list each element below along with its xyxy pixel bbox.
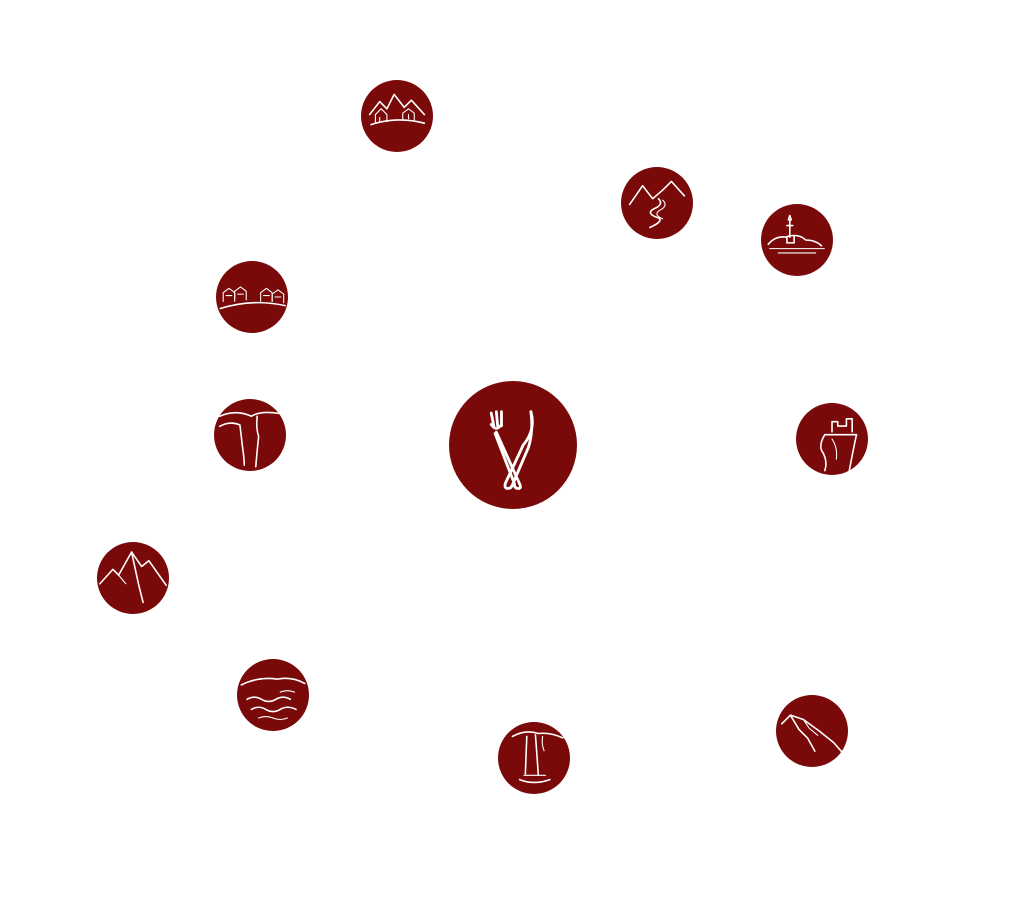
castle-cliff-icon — [796, 403, 868, 475]
destination-node-valley-river[interactable] — [621, 167, 693, 239]
destination-node-castle-cliff[interactable] — [796, 403, 868, 475]
destination-node-village-houses[interactable] — [361, 80, 433, 152]
mountain-village-icon — [361, 80, 433, 152]
destination-node-gorge[interactable] — [214, 399, 286, 471]
destination-node-mountain-ridge[interactable] — [776, 695, 848, 767]
lake-waves-icon — [237, 659, 309, 731]
valley-river-icon — [621, 167, 693, 239]
destination-node-waterfall[interactable] — [498, 722, 570, 794]
cutlery-icon — [449, 381, 577, 509]
mountain-ridge-icon — [776, 695, 848, 767]
gorge-icon — [214, 399, 286, 471]
center-restaurant-node[interactable] — [449, 381, 577, 509]
alpine-peaks-icon — [97, 542, 169, 614]
farmhouses-icon — [216, 261, 288, 333]
destination-node-lake-waves[interactable] — [237, 659, 309, 731]
waterfall-icon — [498, 722, 570, 794]
island-church-icon — [761, 204, 833, 276]
destination-node-farmhouses[interactable] — [216, 261, 288, 333]
destination-node-alpine-peaks[interactable] — [97, 542, 169, 614]
destination-node-island-church[interactable] — [761, 204, 833, 276]
